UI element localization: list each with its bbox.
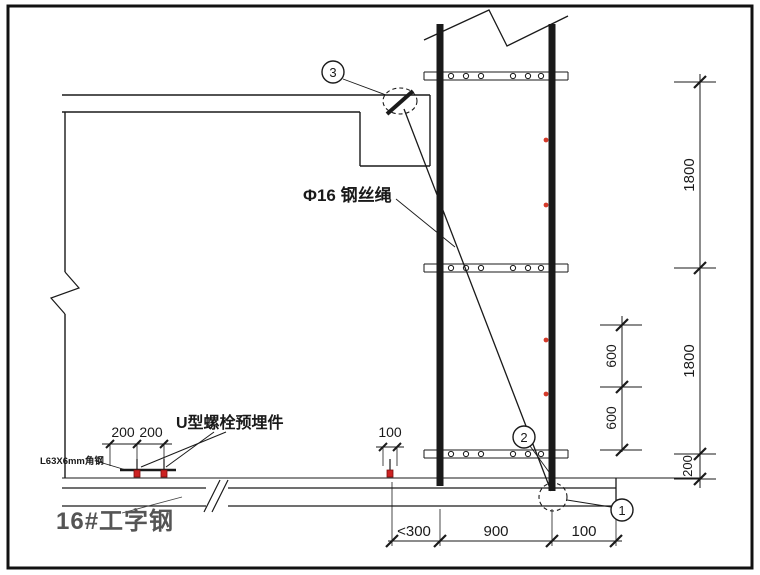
- balloon-1-circle: [610, 498, 634, 522]
- dim-tick: [693, 447, 707, 461]
- balloon-3-leader: [342, 78, 387, 96]
- dim-inner-chain: [600, 316, 642, 457]
- label-leaders: [95, 431, 227, 514]
- balloon-2-leader: [529, 445, 550, 473]
- anchor-plate: [385, 89, 415, 116]
- dim-bottom-100: 100: [571, 523, 596, 540]
- dim-tick: [615, 318, 629, 332]
- bolt-circle: [537, 450, 545, 458]
- bolt-circle: [537, 72, 545, 80]
- detail-circle-top: [382, 87, 418, 115]
- drawing-text: Φ16 钢丝绳 U型螺栓预埋件 L63X6mm角钢 16#工字钢 3 2 1 2…: [40, 65, 698, 540]
- column-break-symbol: [423, 9, 569, 47]
- balloons: [321, 60, 634, 522]
- dim-right-200: 200: [680, 455, 695, 477]
- balloon-2-circle: [512, 425, 536, 449]
- balloon-1-leader: [566, 499, 612, 508]
- dim-tick: [433, 534, 447, 548]
- bolt-circle: [537, 264, 545, 272]
- wall-break-symbol: [49, 271, 81, 315]
- dim-tick: [693, 261, 707, 275]
- rebar-dots: [543, 137, 549, 397]
- tie-band-bottom: [423, 449, 569, 459]
- dim-offset-100-label: 100: [378, 424, 402, 440]
- rebar-dot: [543, 337, 549, 343]
- dim-tick: [615, 380, 629, 394]
- beam-break-line: [211, 479, 229, 513]
- dim-tick: [609, 534, 623, 548]
- angle-steel-leader: [95, 460, 127, 471]
- angle-steel-label: L63X6mm角钢: [40, 455, 104, 467]
- detail-circle-bottom: [538, 482, 568, 512]
- u-bolt-label: U型螺栓预埋件: [176, 413, 284, 432]
- dim-left-200a: 200: [111, 424, 135, 440]
- dim-bottom-chain: [385, 482, 623, 548]
- balloon-3-circle: [321, 60, 345, 84]
- balloon-1-number: 1: [618, 503, 625, 518]
- bolt-circle: [477, 264, 485, 272]
- bolt-circle: [509, 72, 517, 80]
- bolt-circle: [462, 72, 470, 80]
- tie-band-top: [423, 71, 569, 81]
- balloon-3-number: 3: [329, 65, 336, 80]
- bolt-circle: [447, 450, 455, 458]
- u-bolt-leader: [140, 431, 227, 468]
- bolt-circle: [524, 450, 532, 458]
- drawing-border: [6, 4, 754, 570]
- tie-band-middle: [423, 263, 569, 273]
- bolt-circle: [509, 264, 517, 272]
- dim-right-1800-lower: 1800: [681, 344, 698, 377]
- dim-bottom-900: 900: [483, 523, 508, 540]
- wire-rope-label: Φ16 钢丝绳: [303, 185, 392, 205]
- dim-right-chain: [674, 74, 716, 488]
- dim-inner-600-upper: 600: [603, 344, 619, 368]
- bolt-circle: [447, 264, 455, 272]
- slab-and-wall: [49, 94, 431, 478]
- rebar-dot: [543, 202, 549, 208]
- scaffold-columns: [423, 9, 569, 491]
- beam-break-line: [203, 479, 221, 513]
- balloon-2-number: 2: [520, 430, 527, 445]
- bolt-circle: [524, 264, 532, 272]
- bolt-circle: [509, 450, 517, 458]
- i-beam-label: 16#工字钢: [56, 507, 174, 535]
- u-bolt-mark: [133, 469, 141, 478]
- rebar-dot: [543, 137, 549, 143]
- bolt-circle: [477, 72, 485, 80]
- dim-tick: [693, 75, 707, 89]
- bolt-circle: [477, 450, 485, 458]
- bolt-circle: [524, 72, 532, 80]
- dim-tick: [385, 534, 399, 548]
- wire-label-leader: [395, 198, 456, 248]
- i-beam-leader: [121, 496, 183, 514]
- bolt-circle: [447, 72, 455, 80]
- dim-inner-600-lower: 600: [603, 406, 619, 430]
- dim-left-200-200: [102, 439, 172, 466]
- dim-tick: [545, 534, 559, 548]
- dim-left-200b: 200: [139, 424, 163, 440]
- u-bolt-mark: [160, 469, 168, 478]
- rebar-dot: [543, 391, 549, 397]
- bottom-i-beam: [62, 468, 702, 513]
- dim-tick: [693, 472, 707, 486]
- dim-tick: [615, 443, 629, 457]
- dim-right-1800-upper: 1800: [681, 158, 698, 191]
- bolt-circle: [462, 450, 470, 458]
- u-bolt-mark: [386, 469, 394, 478]
- u-bolt-leader: [165, 431, 215, 468]
- dim-offset-100: [376, 442, 404, 466]
- dim-bottom-300: <300: [397, 523, 431, 540]
